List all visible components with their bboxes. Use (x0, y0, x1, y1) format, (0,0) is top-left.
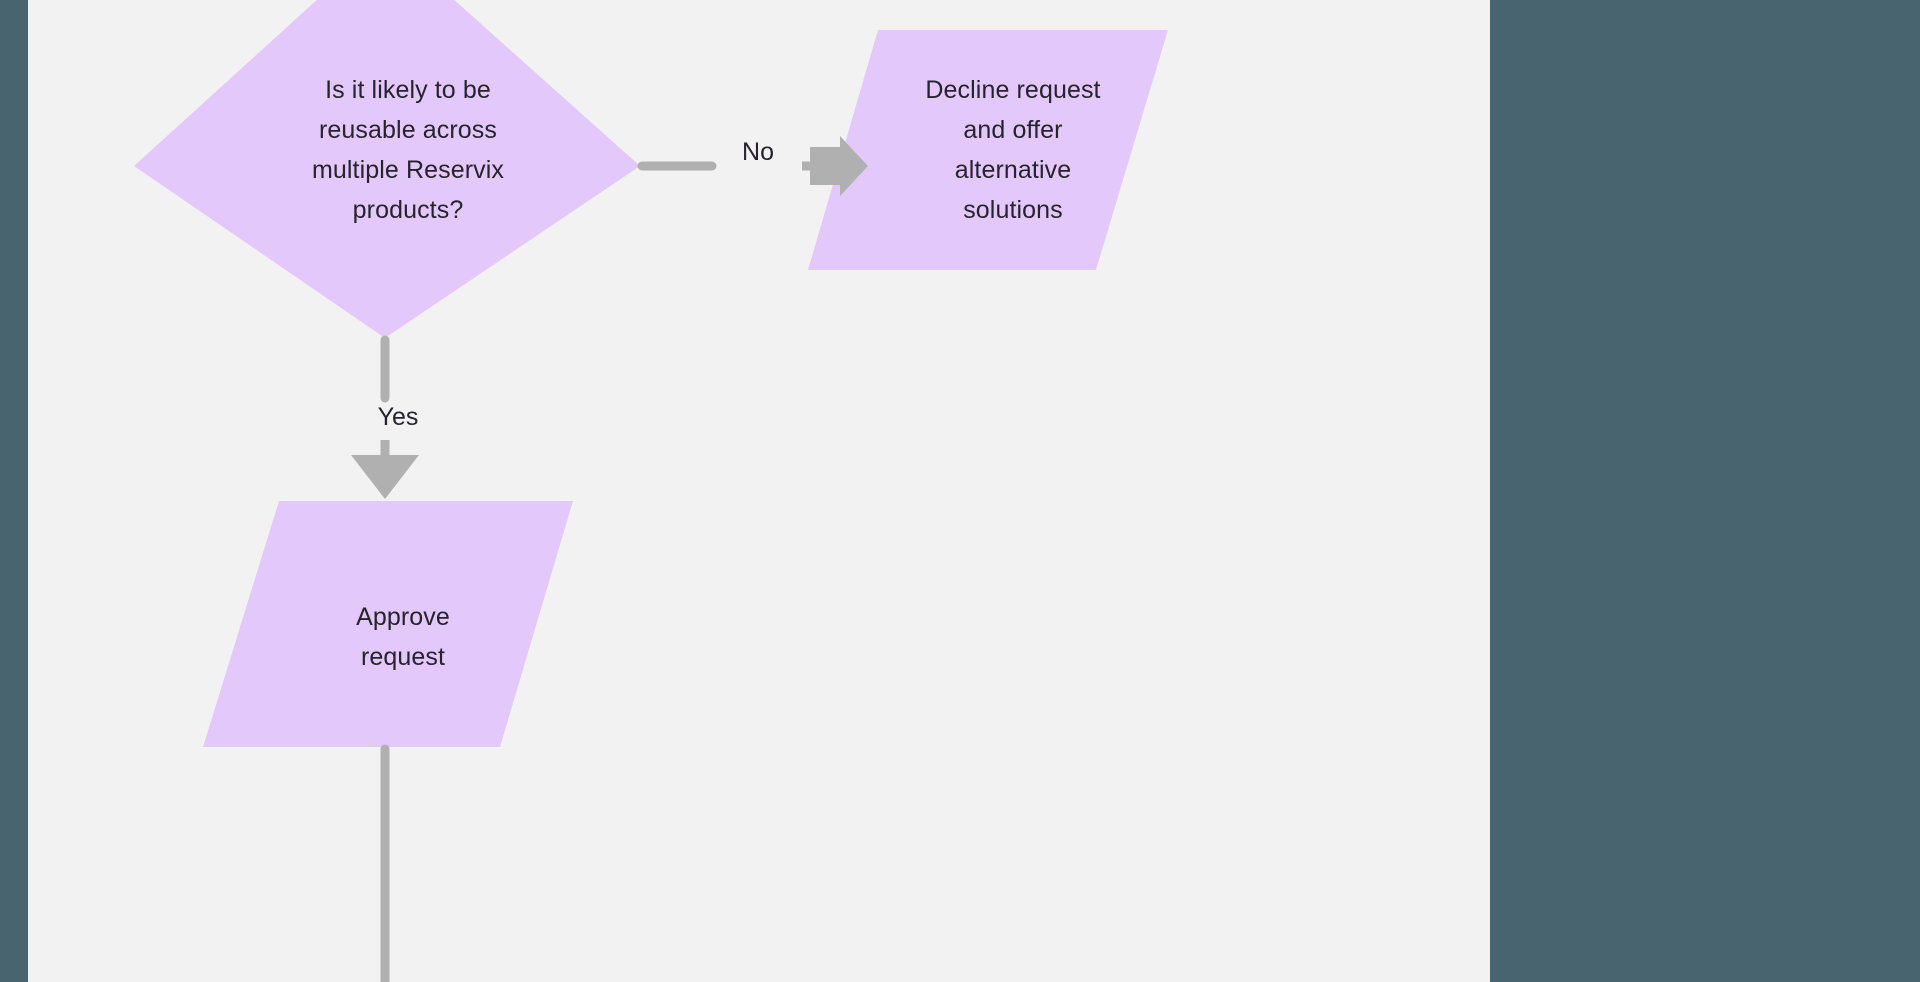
flowchart-graphics (134, 0, 1168, 982)
node-approve-request-shape[interactable] (203, 501, 573, 747)
edge-no-arrowhead (810, 136, 868, 196)
left-gutter-band (0, 0, 28, 982)
edge-label-yes: Yes (377, 403, 419, 431)
edge-yes-arrowhead (351, 455, 419, 499)
node-decision-reusable-shape[interactable] (134, 0, 640, 338)
flowchart-canvas[interactable]: Is it likely to be reusable across multi… (28, 0, 1490, 982)
right-gutter-band (1490, 0, 1920, 982)
edge-label-no: No (742, 138, 774, 166)
node-decline-request-shape[interactable] (808, 30, 1168, 270)
